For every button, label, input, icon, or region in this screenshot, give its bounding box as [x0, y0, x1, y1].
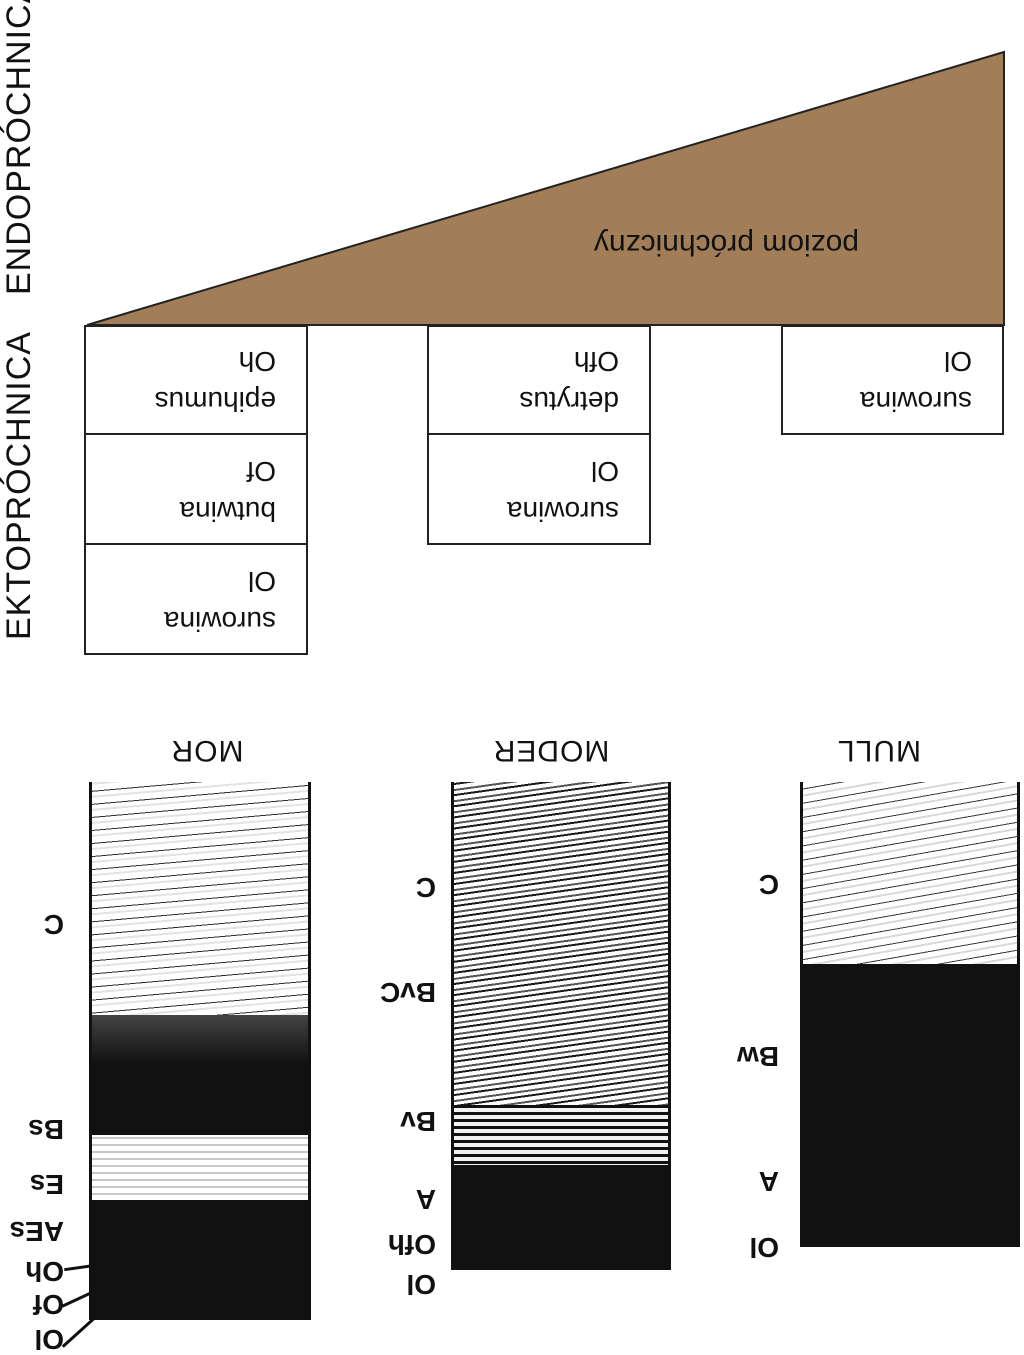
box-code: Ol [248, 566, 276, 597]
mor-bs-layer [92, 1015, 308, 1135]
moder-label-ol: Ol [406, 1269, 436, 1300]
box-name: surowina [163, 606, 276, 637]
box-moder-ol: surowina Ol [427, 433, 651, 545]
humus-wedge-shape [86, 50, 1005, 326]
box-mor-of: butwina Of [84, 433, 308, 545]
moder-label-a: A [415, 1184, 436, 1215]
mor-label-of: Of [32, 1289, 64, 1320]
box-name: detrytus [519, 386, 619, 417]
profile-mor [89, 782, 311, 1320]
box-code: Ol [591, 456, 619, 487]
moder-label-c: C [415, 872, 436, 903]
humus-wedge-label: poziom próchniczny [593, 228, 859, 261]
mull-label-ol: Ol [749, 1232, 779, 1263]
box-code: Oh [238, 346, 276, 377]
mor-label-oh: Oh [25, 1256, 64, 1287]
moder-label-ofh: Ofh [387, 1229, 436, 1260]
mor-label-aes: AEs [9, 1216, 64, 1247]
profile-moder [451, 782, 671, 1270]
moder-bv-layer [454, 1105, 668, 1165]
moder-label-bv: Bv [400, 1106, 436, 1137]
moder-a-layer [454, 1165, 668, 1270]
mor-label-bs: Bs [28, 1114, 64, 1145]
profile-title-mull: MULL [836, 734, 922, 767]
box-name: surowina [506, 496, 619, 527]
box-name: epihumus [154, 386, 276, 417]
box-name: butwina [179, 496, 276, 527]
box-mor-oh: epihumus Oh [84, 325, 308, 435]
profile-mull [800, 782, 1020, 1247]
box-moder-ofh: detrytus Ofh [427, 325, 651, 435]
box-mor-ol: surowina Ol [84, 543, 308, 655]
box-name: surowina [859, 386, 972, 417]
box-code: Ol [944, 346, 972, 377]
mor-label-es: Es [29, 1169, 64, 1200]
mor-o-layer [92, 1200, 308, 1320]
mull-label-bw: Bw [737, 1041, 779, 1072]
mor-es-layer [92, 1135, 308, 1200]
mor-label-c: C [43, 909, 64, 940]
mull-c-layer [803, 782, 1017, 964]
mull-label-c: C [758, 869, 779, 900]
moder-label-bvc: BvC [379, 977, 436, 1008]
box-code: Ofh [573, 346, 619, 377]
mull-label-a: A [758, 1166, 779, 1197]
mor-label-ol: Ol [34, 1324, 64, 1355]
box-code: Of [246, 456, 276, 487]
profile-title-mor: MOR [170, 734, 244, 767]
profile-title-moder: MODER [492, 734, 610, 767]
box-mull-ol: surowina Ol [781, 325, 1004, 435]
